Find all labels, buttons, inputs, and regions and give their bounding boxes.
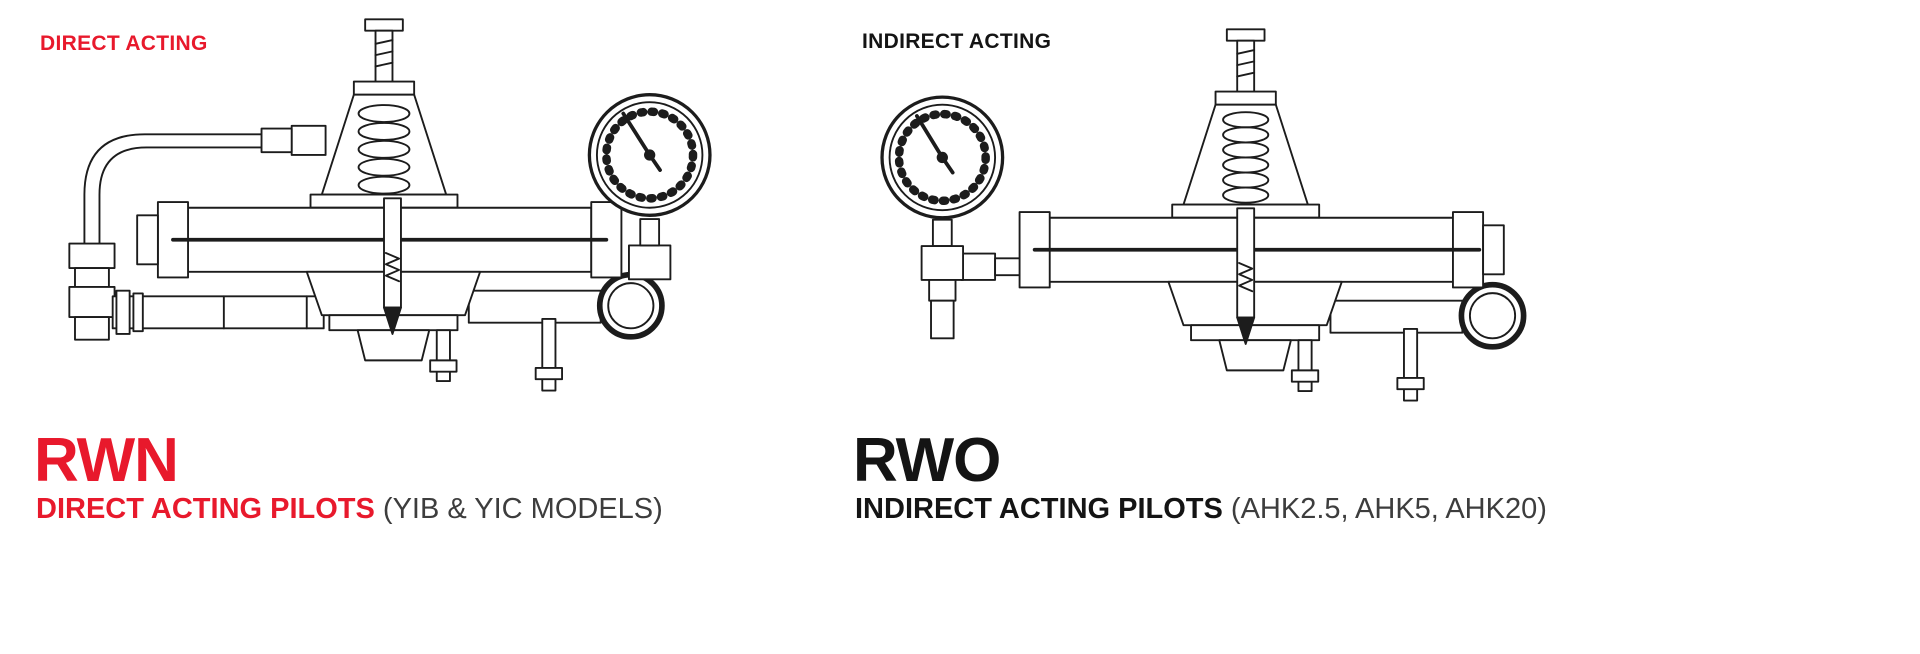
rwn-subtitle-models: (YIB & YIC MODELS) [374,493,663,525]
valve-body [1018,28,1505,402]
valve-body [136,18,623,392]
gauge-needle [915,114,955,175]
pilot-spring [357,104,411,195]
outlet-pipe [467,271,665,340]
indirect-acting-label: INDIRECT ACTING [862,30,1052,53]
rwn-subtitle: DIRECT ACTING PILOTS (YIB & YIC MODELS) [36,493,663,526]
rwo-subtitle: INDIRECT ACTING PILOTS (AHK2.5, AHK5, AH… [855,493,1547,526]
direct-acting-label: DIRECT ACTING [40,32,208,55]
rwn-technical-drawing [68,18,712,392]
pilot-spring [1222,111,1270,204]
rwo-subtitle-models: (AHK2.5, AHK5, AHK20) [1222,493,1547,525]
pressure-gauge [587,93,712,281]
mounting-studs [1290,327,1425,402]
model-name-rwo: RWO [853,426,1001,495]
gauge-needle [621,111,662,172]
rwn-subtitle-bold: DIRECT ACTING PILOTS [36,493,375,525]
mounting-studs [429,317,563,392]
inlet-pipe [111,289,325,335]
rwo-subtitle-bold: INDIRECT ACTING PILOTS [855,493,1223,525]
outlet-pipe [1329,281,1527,350]
sensing-pipe-loop [83,133,325,288]
pipe-fittings [68,124,327,341]
rwo-technical-drawing [880,28,1527,402]
model-name-rwn: RWN [34,426,179,495]
pressure-gauge [880,95,1005,340]
